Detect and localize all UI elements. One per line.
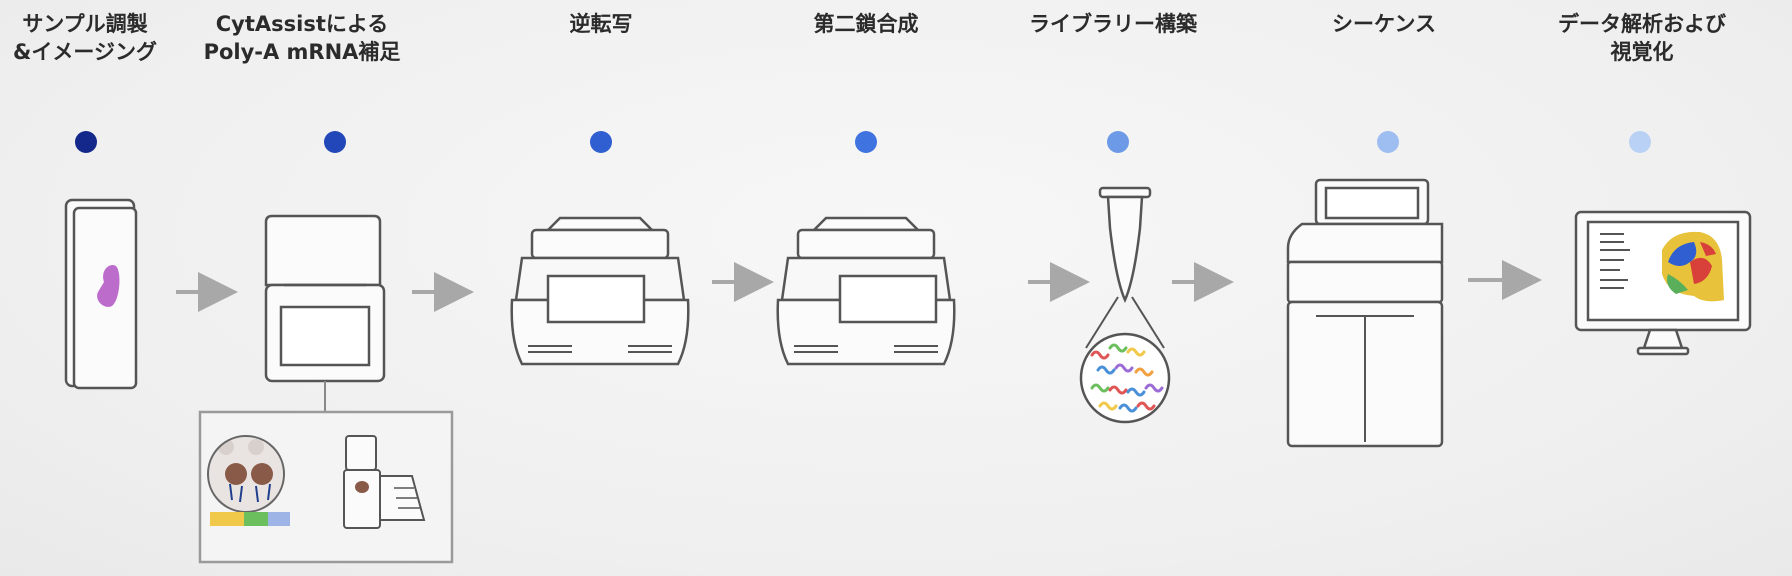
step-label-second-strand: 第二鎖合成 xyxy=(813,12,919,36)
timeline-dot-4 xyxy=(855,131,877,153)
thermal-cycler-icon-2 xyxy=(776,216,956,366)
spatial-barcode-strip xyxy=(210,512,290,526)
timeline xyxy=(75,131,1651,153)
tissue-sample xyxy=(97,264,120,307)
spatial-map-thumbnail xyxy=(1662,231,1724,302)
timeline-dot-3 xyxy=(590,131,612,153)
step-label-sample-prep: サンプル調製 &イメージング xyxy=(13,12,157,64)
mini-cytassist-icon xyxy=(343,435,426,529)
step-label-reverse-transcription: 逆転写 xyxy=(569,12,633,36)
timeline-dot-5 xyxy=(1107,131,1129,153)
step-label-library-construction: ライブラリー構築 xyxy=(1029,12,1197,36)
step-label-data-analysis: データ解析および 視覚化 xyxy=(1558,12,1726,64)
dna-fragments-magnified xyxy=(1079,332,1171,424)
text-lines-panel xyxy=(1600,233,1630,289)
timeline-dot-1 xyxy=(75,131,97,153)
analysis-monitor-icon xyxy=(1574,210,1752,356)
tissue-capture-magnified xyxy=(208,436,284,512)
step-label-sequencing: シーケンス xyxy=(1332,12,1436,36)
cytassist-instrument-icon xyxy=(264,214,386,412)
step-label-cytassist: CytAssistによる Poly-A mRNA補足 xyxy=(203,12,401,64)
flow-arrows xyxy=(176,260,1542,312)
glass-slide-icon xyxy=(64,198,138,390)
timeline-dot-6 xyxy=(1377,131,1399,153)
thermal-cycler-icon xyxy=(510,216,690,366)
sequencer-icon xyxy=(1286,178,1444,448)
cytassist-detail-inset xyxy=(198,410,454,564)
timeline-dot-2 xyxy=(324,131,346,153)
library-tube-icon xyxy=(1085,186,1165,349)
timeline-dot-7 xyxy=(1629,131,1651,153)
